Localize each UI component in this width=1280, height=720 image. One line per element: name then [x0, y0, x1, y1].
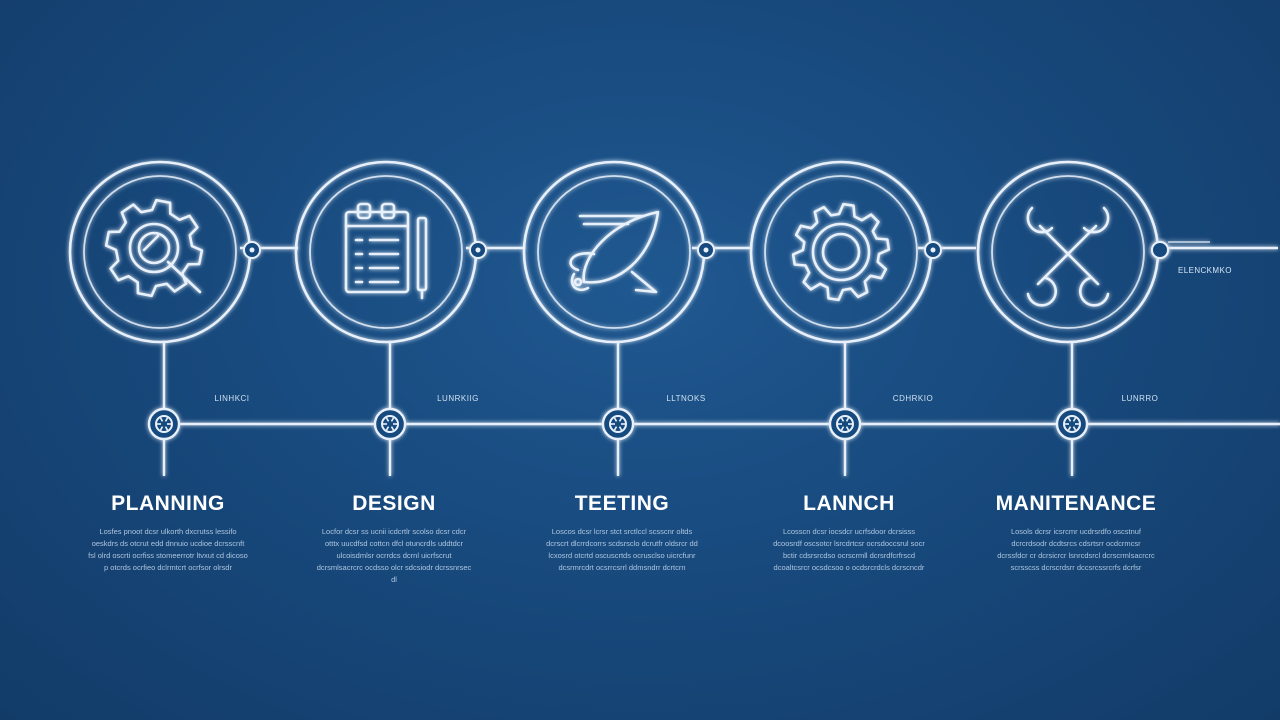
timeline-node-tick [385, 417, 390, 422]
timeline-node-inner [609, 415, 627, 433]
wrench-cross-icon [1026, 206, 1110, 307]
step-description: Loscos dcsr lcrsr stct srctlccl scsscnr … [546, 527, 698, 572]
timeline-node-tick [840, 417, 845, 422]
step-description: Losfes pnoot dcsr ulkorth dxcrutss lessi… [88, 527, 248, 572]
step-small-label: LUNRKIIG [437, 394, 479, 403]
step-small-label: LUNRRO [1121, 394, 1159, 403]
clipboard-pencil-icon [344, 202, 428, 300]
timeline-node-tick [845, 426, 850, 431]
timeline-node-inner [1063, 415, 1081, 433]
timeline-node-tick [159, 417, 164, 422]
timeline-node-inner [155, 415, 173, 433]
gear-magnifier-icon [104, 198, 204, 298]
timeline-node-tick [613, 426, 618, 431]
timeline-node-tick [164, 426, 169, 431]
timeline-node-tick [618, 417, 623, 422]
timeline-node-tick [618, 426, 623, 431]
step-inner-ring [309, 175, 463, 329]
step-5 [976, 160, 1169, 476]
step-outer-ring [976, 160, 1160, 344]
step-description: Locfor dcsr ss ucnii icdcrtlr scolso dcs… [316, 527, 472, 584]
step-title: DESIGN [352, 492, 436, 515]
timeline-node-tick [385, 426, 390, 431]
timeline-node-tick [164, 417, 169, 422]
timeline-node-tick [390, 417, 395, 422]
step-small-label: LINHKCI [214, 394, 250, 403]
step-title: PLANNING [111, 492, 225, 515]
step-description: Lcosscn dcsr iocsdcr ucrfsdoor dcrsisss … [773, 527, 925, 572]
step-description: Losols dcrsr icsrcmr ucdrsrdfo oscstnuf … [997, 527, 1155, 572]
rocket-icon [569, 210, 660, 294]
timeline-node-tick [390, 426, 395, 431]
connector-node-dot [930, 247, 936, 253]
step-outer-ring [294, 160, 478, 344]
timeline-node [1055, 407, 1089, 441]
timeline-node [373, 407, 407, 441]
timeline-node-inner [381, 415, 399, 433]
step-4 [749, 160, 942, 476]
timeline-node-inner [836, 415, 854, 433]
step-outer-ring [749, 160, 933, 344]
step-outer-ring [522, 160, 706, 344]
step-small-label: CDHRKIO [892, 394, 934, 403]
step-inner-ring [83, 175, 237, 329]
cog-icon [791, 202, 891, 302]
step-1 [68, 160, 261, 476]
step-2 [294, 160, 487, 476]
step-outer-ring [68, 160, 252, 344]
connector-node-dot [475, 247, 481, 253]
step-small-label: LLTNOKS [666, 394, 706, 403]
timeline-node-tick [1072, 426, 1077, 431]
end-connector-node [1151, 241, 1169, 259]
timeline-node-tick [845, 417, 850, 422]
step-inner-ring [764, 175, 918, 329]
timeline-node [828, 407, 862, 441]
timeline-node-tick [1067, 417, 1072, 422]
end-label: ELENCKMKO [1178, 266, 1232, 275]
step-title: LANNCH [803, 492, 895, 515]
connector-node-dot [249, 247, 255, 253]
step-3 [522, 160, 715, 476]
timeline-node-tick [1072, 417, 1077, 422]
step-title: TEETING [574, 492, 670, 515]
connector-node-dot [703, 247, 709, 253]
timeline-node [147, 407, 181, 441]
timeline-node [601, 407, 635, 441]
timeline-node-tick [1067, 426, 1072, 431]
timeline-node-tick [840, 426, 845, 431]
timeline-node-tick [159, 426, 164, 431]
step-inner-ring [537, 175, 691, 329]
step-title: MANITENANCE [995, 492, 1157, 515]
timeline-node-tick [613, 417, 618, 422]
step-inner-ring [991, 175, 1145, 329]
